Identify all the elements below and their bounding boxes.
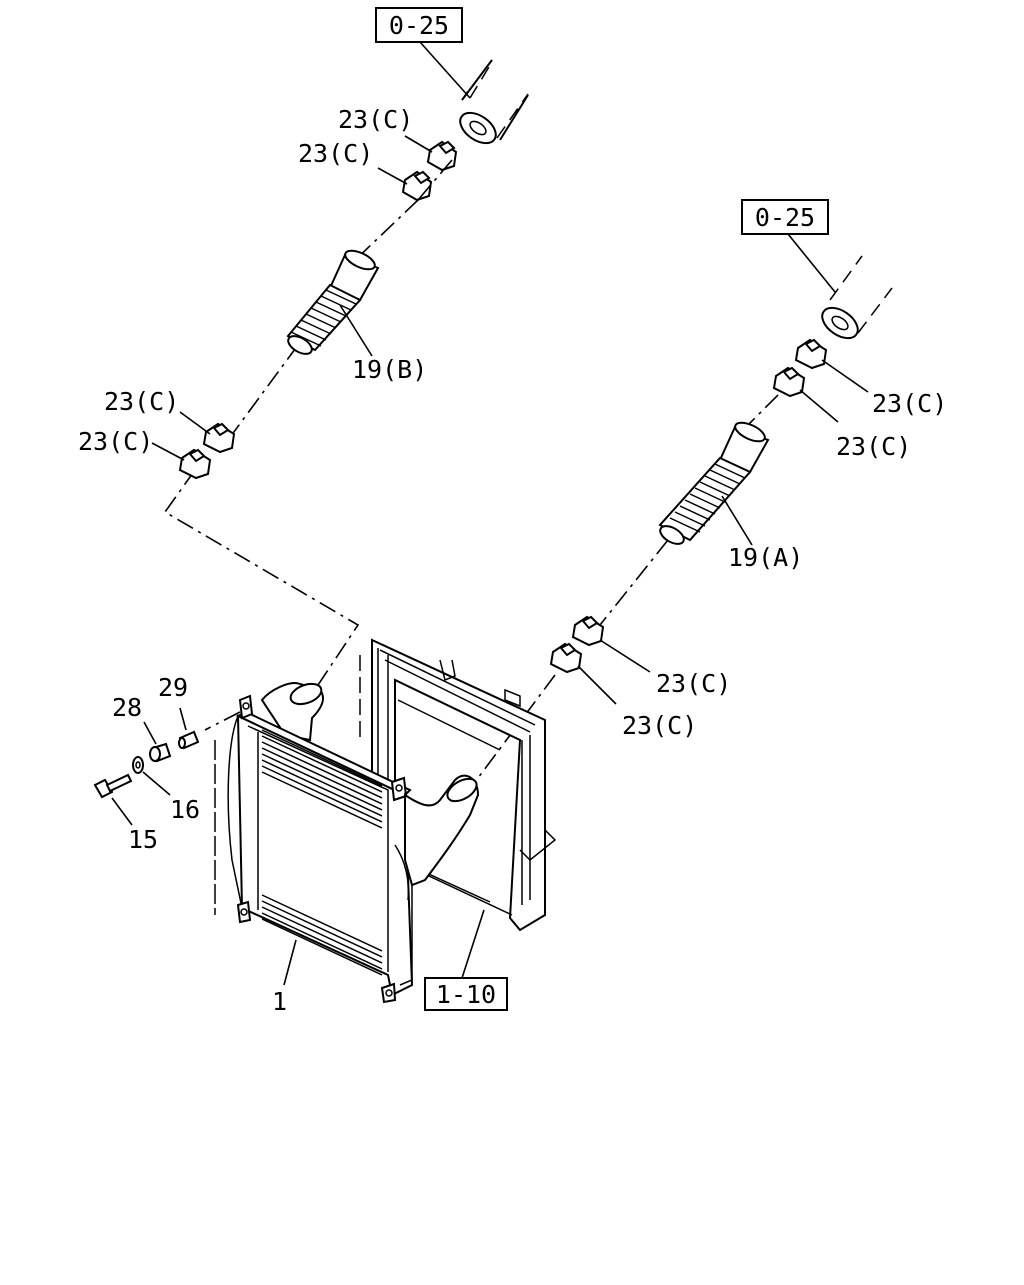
- ref-leader-bottom: [461, 909, 485, 979]
- pipe-flange-top-left: [455, 59, 529, 145]
- clamp-b-2[interactable]: [401, 170, 433, 202]
- hose-a[interactable]: [657, 419, 770, 548]
- label-clamp-b-2: 23(C): [298, 139, 373, 168]
- collar-29[interactable]: [178, 730, 200, 750]
- centerline-hardware: [204, 711, 241, 731]
- label-clamp-a-3: 23(C): [656, 669, 731, 698]
- centerline-b-3: [227, 344, 299, 441]
- ref-label-top-left: 0-25: [389, 11, 449, 40]
- leader-clamp-a-3: [599, 639, 651, 673]
- label-washer: 16: [170, 795, 200, 824]
- clamp-b-1[interactable]: [426, 140, 458, 172]
- clamp-b-3[interactable]: [202, 422, 236, 454]
- ref-label-top-right: 0-25: [755, 203, 815, 232]
- label-clamp-b-4: 23(C): [78, 427, 153, 456]
- intercooler[interactable]: [214, 680, 480, 1004]
- label-bolt: 15: [128, 825, 158, 854]
- leader-clamp-b-2: [377, 167, 408, 185]
- centerline-a-1: [747, 394, 779, 426]
- leader-washer: [142, 771, 171, 796]
- clamp-a-3[interactable]: [571, 615, 605, 647]
- label-clamp-a-2: 23(C): [836, 432, 911, 461]
- leader-clamp-b-1: [404, 135, 433, 153]
- label-clamp-a-1: 23(C): [872, 389, 947, 418]
- leader-clamp-b-3: [179, 411, 211, 435]
- label-hose-a: 19(A): [728, 543, 803, 572]
- clamp-b-4[interactable]: [178, 448, 212, 480]
- bolt-15[interactable]: [93, 773, 133, 799]
- leader-clamp-a-2: [799, 389, 839, 423]
- leader-intercooler: [283, 939, 297, 986]
- leader-clamp-a-4: [577, 665, 617, 705]
- leader-hose-b: [339, 304, 373, 357]
- leader-collar: [179, 707, 187, 731]
- clamp-a-1[interactable]: [794, 338, 828, 370]
- ref-leader-top-left: [419, 41, 471, 99]
- ref-label-bottom: 1-10: [436, 980, 496, 1009]
- ref-box-top-left[interactable]: 0-25: [375, 7, 463, 43]
- label-clamp-a-4: 23(C): [622, 711, 697, 740]
- leader-clamp-a-1: [821, 359, 869, 393]
- ref-box-top-right[interactable]: 0-25: [741, 199, 829, 235]
- ref-box-bottom[interactable]: 1-10: [424, 977, 508, 1011]
- washer-16[interactable]: [132, 756, 144, 774]
- leader-bushing: [143, 721, 157, 745]
- label-clamp-b-1: 23(C): [338, 105, 413, 134]
- clamp-a-4[interactable]: [549, 642, 583, 674]
- ref-leader-top-right: [787, 233, 836, 293]
- label-collar: 29: [158, 673, 188, 702]
- centerline-a-3: [477, 674, 556, 779]
- leader-hose-a: [721, 495, 753, 546]
- label-hose-b: 19(B): [352, 355, 427, 384]
- pipe-flange-top-right: [821, 255, 893, 340]
- label-intercooler: 1: [272, 987, 287, 1016]
- leader-clamp-b-4: [151, 442, 185, 461]
- bushing-28[interactable]: [149, 742, 172, 763]
- hose-b[interactable]: [285, 247, 380, 358]
- centerline-b-4: [163, 469, 360, 686]
- centerline-b-1: [417, 159, 453, 201]
- clamp-a-2[interactable]: [772, 366, 806, 398]
- centerline-a-2: [599, 539, 669, 626]
- label-clamp-b-3: 23(C): [104, 387, 179, 416]
- label-bushing: 28: [112, 693, 142, 722]
- leader-bolt: [111, 797, 133, 826]
